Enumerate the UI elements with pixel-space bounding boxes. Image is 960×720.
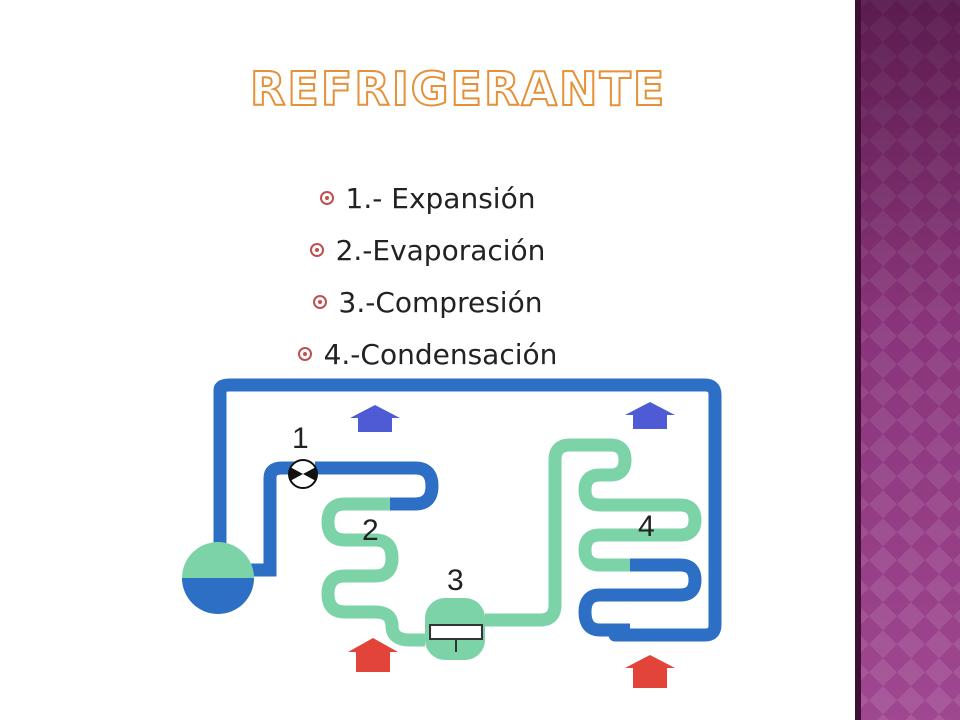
outer-loop-pipe: [213, 378, 722, 642]
bullet-icon: [297, 347, 312, 361]
receiver-tank: [182, 542, 254, 614]
decorative-side-panel: [855, 0, 960, 720]
heat-out-arrow-right: [625, 402, 675, 429]
refrigeration-cycle-diagram: 1 2 3 4: [182, 378, 722, 688]
bullet-item: 4.-Condensación: [0, 328, 855, 380]
bullet-list: 1.- Expansión 2.-Evaporación 3.-Compresi…: [0, 172, 855, 380]
bullet-item: 2.-Evaporación: [0, 224, 855, 276]
compressor: [425, 598, 485, 660]
heat-in-arrow-right: [625, 655, 675, 688]
label-condenser: 4: [638, 510, 655, 543]
condenser-outlet-pipe: [578, 558, 702, 637]
bullet-item: 3.-Compresión: [0, 276, 855, 328]
evaporator-inlet-pipe: [315, 461, 439, 511]
heat-in-arrow-left: [348, 638, 398, 672]
bullet-text: 1.- Expansión: [345, 181, 536, 215]
evaporator-coil: [321, 497, 425, 647]
bullet-icon: [319, 191, 334, 205]
expansion-valve-icon: [288, 459, 318, 489]
liquid-line-pipe: [245, 461, 307, 577]
bullet-icon: [309, 243, 324, 257]
bullet-text: 2.-Evaporación: [335, 233, 546, 267]
label-compressor: 3: [447, 564, 464, 597]
slide-title: REFRIGERANTE: [249, 61, 667, 117]
label-expansion: 1: [292, 422, 309, 455]
bullet-text: 4.-Condensación: [323, 337, 558, 371]
heat-out-arrow-left: [350, 405, 400, 432]
bullet-text: 3.-Compresión: [338, 285, 543, 319]
discharge-line-pipe: [485, 438, 702, 627]
label-evaporator: 2: [362, 514, 379, 547]
bullet-item: 1.- Expansión: [0, 172, 855, 224]
bullet-icon: [312, 295, 327, 309]
